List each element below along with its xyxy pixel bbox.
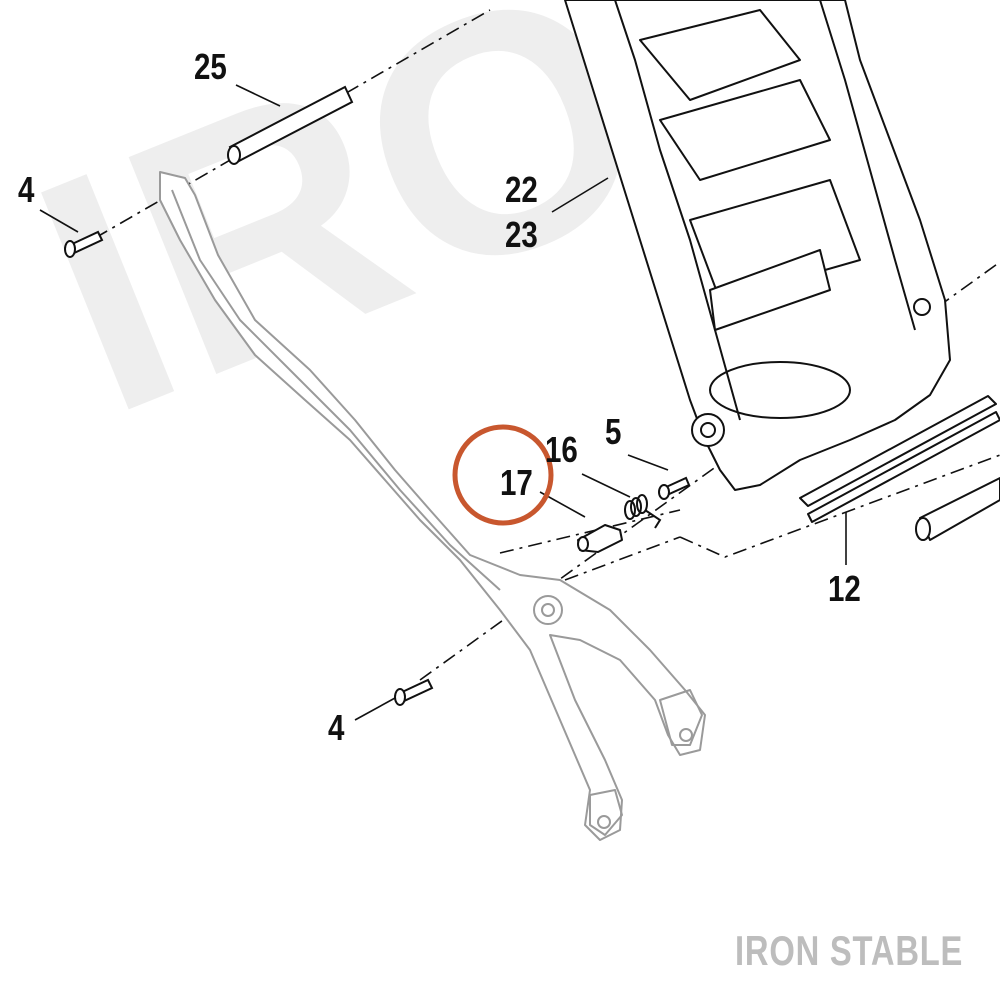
rail-lower	[807, 411, 1000, 523]
pin-25-end	[227, 145, 241, 165]
spring-coil-2	[630, 497, 642, 517]
lever-foot-right-hole	[679, 728, 693, 742]
rail-tube-end	[915, 517, 931, 541]
frame-pivot-hole	[700, 422, 716, 438]
axis-line-pin	[499, 509, 681, 554]
part-17-latch	[577, 524, 623, 553]
part-12-rails	[799, 395, 1000, 541]
frame-rib-4	[709, 249, 831, 331]
axis-line-bracket	[679, 454, 1000, 558]
frame-rib-1	[639, 9, 801, 101]
lever-pivot-hole	[541, 603, 555, 617]
spring-coil-3	[636, 494, 648, 514]
callout-25: 25	[194, 46, 227, 87]
latch-17-end	[577, 536, 589, 552]
callout-22: 22	[505, 169, 538, 210]
leader-lines	[39, 84, 847, 721]
part-4-bolts	[64, 230, 434, 706]
part-5-screw	[658, 476, 691, 500]
callout-23: 23	[505, 214, 538, 255]
axis-line-top	[94, 9, 491, 239]
rail-upper	[799, 395, 997, 507]
highlight-circle	[452, 424, 554, 526]
leader-4-top	[39, 209, 79, 233]
bolt-bottom-head	[394, 688, 406, 706]
spring-leg	[644, 509, 662, 529]
rail-tube	[919, 477, 1000, 541]
frame-assembly	[564, 0, 951, 491]
lever-foot-right	[659, 689, 703, 746]
leader-4-bottom	[354, 697, 396, 721]
lever-arm	[159, 171, 706, 841]
callout-4-bottom: 4	[328, 707, 345, 748]
leader-5	[627, 454, 669, 471]
callout-4-top: 4	[18, 169, 35, 210]
frame-right-hole	[913, 298, 931, 316]
leader-16	[581, 473, 631, 498]
spring-coil-1	[624, 500, 636, 520]
frame-inner-right	[819, 0, 916, 331]
callout-5: 5	[605, 411, 622, 452]
screw-5-head	[658, 484, 670, 500]
lever-foot-left	[589, 789, 623, 836]
frame-slot	[709, 361, 851, 419]
bolt-top-head	[64, 240, 76, 258]
callout-16: 16	[545, 429, 578, 470]
part-16-spring	[624, 494, 662, 529]
lever-foot-left-hole	[597, 815, 611, 829]
part-25-pin	[227, 85, 354, 165]
leader-25	[235, 84, 281, 107]
callout-17: 17	[500, 462, 533, 503]
frame-inner-left	[614, 0, 741, 421]
lever-inner-edge	[171, 189, 501, 591]
lever-outline	[159, 171, 706, 841]
callout-12: 12	[828, 568, 861, 609]
axis-line-spring	[564, 536, 681, 581]
leader-22	[551, 177, 609, 213]
frame-rib-2	[659, 79, 831, 181]
brand-logo-text: IRON STABLE	[735, 927, 964, 974]
